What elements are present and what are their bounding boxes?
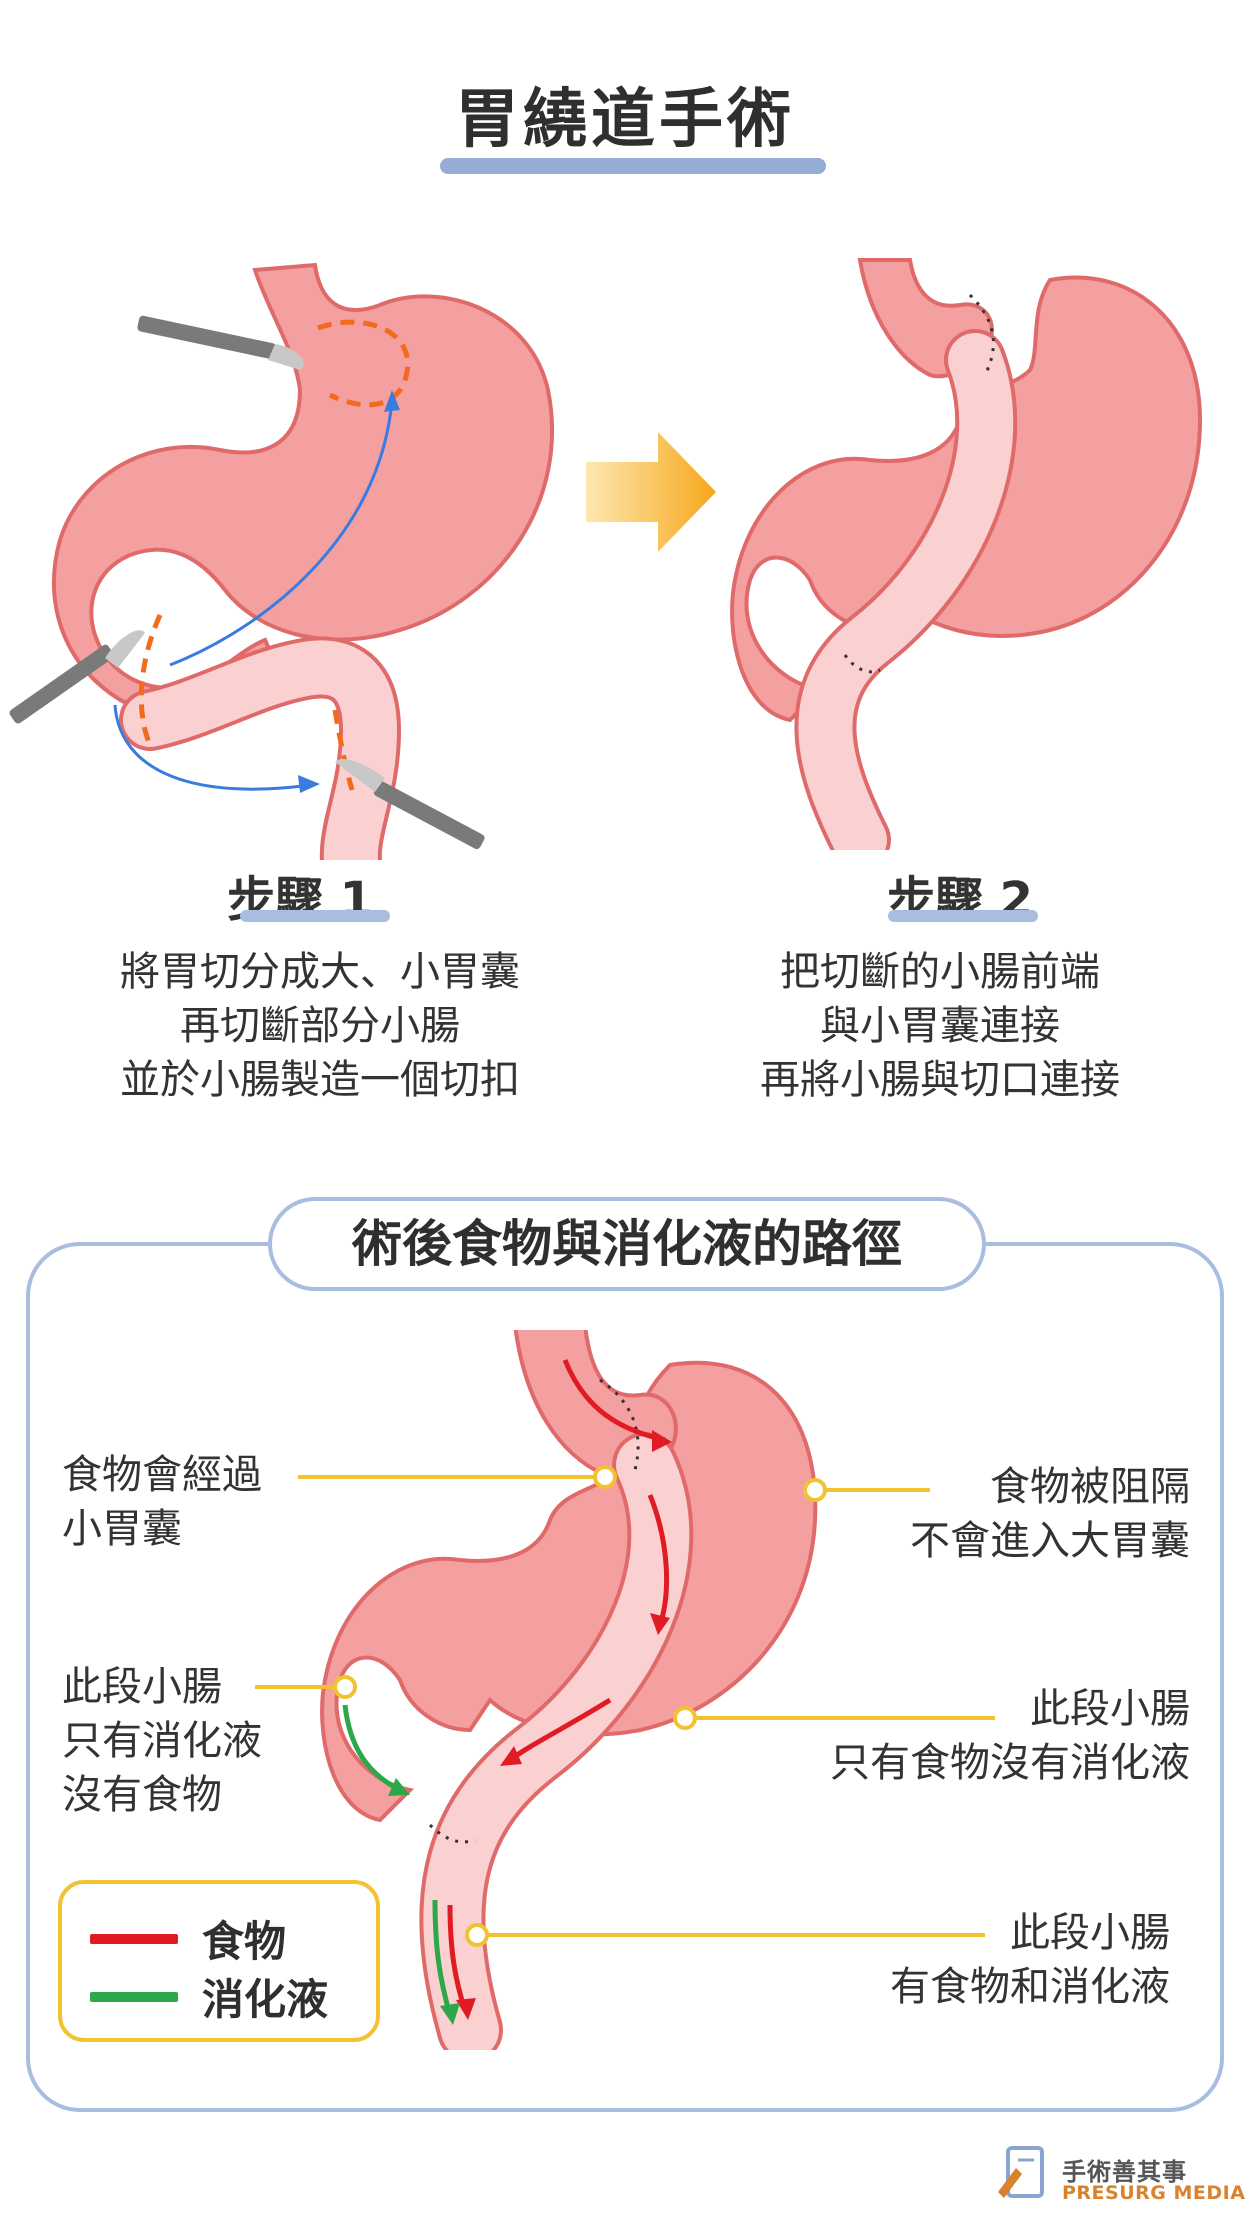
callout-dot-large-stomach [803,1478,827,1502]
fluid-arrow-2 [432,1899,453,2016]
page-title: 胃繞道手術 [455,83,795,157]
legend: 食物 消化液 [58,1880,380,2042]
callout-digestive-only-line-1: 此段小腸 [62,1664,222,1710]
title-underline [440,158,826,174]
callout-large-stomach: 食物被阻隔 不會進入大胃囊 [840,1460,1190,1568]
pathway-illustration [320,1330,818,2050]
callout-both-line-1: 此段小腸 [1010,1910,1170,1956]
brand-name-cn: 手術善其事 [1062,2158,1187,2186]
callout-digestive-only: 此段小腸 只有消化液 沒有食物 [62,1660,262,1822]
legend-fluid-label: 消化液 [202,1975,329,2024]
step1-line-3: 並於小腸製造一個切扣 [120,1057,520,1103]
legend-fluid-swatch [90,1992,178,2002]
food-arrow-2 [647,1494,670,1626]
step1-illustration [9,262,554,860]
scalpel-icon-1 [137,315,304,370]
cut-line-stomach [317,319,411,408]
staple-line [968,293,995,376]
callout-dot-food-only [673,1706,697,1730]
callout-both: 此段小腸 有食物和消化液 [820,1906,1170,2014]
step2-line-3: 再將小腸與切口連接 [760,1057,1120,1103]
callout-digestive-only-line-2: 只有消化液 [62,1718,262,1764]
callout-large-stomach-line-1: 食物被阻隔 [990,1464,1190,1510]
callout-small-pouch-line-2: 小胃囊 [62,1506,182,1552]
step2-illustration [730,258,1203,850]
callout-food-only-line-1: 此段小腸 [1030,1686,1190,1732]
callout-large-stomach-line-2: 不會進入大胃囊 [910,1518,1190,1564]
callout-small-pouch-line-1: 食物會經過 [62,1452,262,1498]
callout-food-only: 此段小腸 只有食物沒有消化液 [770,1682,1190,1790]
legend-food-swatch [90,1934,178,1944]
brand-logo-icon [998,2146,1044,2198]
large-stomach [320,1360,818,1823]
step1-line-2: 再切斷部分小腸 [180,1003,460,1049]
blue-arrow-lower [113,704,311,791]
staple-line [599,1378,640,1471]
step2-underline [888,910,1038,922]
callout-dot-digestive-only [333,1675,357,1699]
callout-dot-both [465,1923,489,1947]
callout-digestive-only-line-3: 沒有食物 [62,1772,222,1818]
callout-small-pouch: 食物會經過 小胃囊 [62,1448,262,1556]
brand-name-en: PRESURG MEDIA [1062,2182,1246,2204]
scalpel-icon-3 [335,758,485,850]
callout-both-line-2: 有食物和消化液 [890,1964,1170,2010]
callout-lines [255,1465,995,1947]
legend-food-label: 食物 [202,1917,287,1966]
blue-arrow-upper [169,399,394,667]
food-arrow-1 [562,1359,666,1443]
step2-description: 把切斷的小腸前端 與小胃囊連接 再將小腸與切口連接 [680,945,1200,1107]
callout-food-only-line-2: 只有食物沒有消化液 [830,1740,1190,1786]
cut-line-intestine-1 [138,613,163,746]
callout-dot-small-pouch [593,1465,617,1489]
fluid-arrow-1 [342,1704,402,1793]
step1-description: 將胃切分成大、小胃囊 再切斷部分小腸 並於小腸製造一個切扣 [40,945,600,1107]
scalpel-icon-2 [9,630,145,724]
transition-arrow-icon [586,432,716,552]
step1-underline [240,910,390,922]
step2-line-1: 把切斷的小腸前端 [780,949,1100,995]
step1-line-1: 將胃切分成大、小胃囊 [120,949,520,995]
cut-line-intestine-2 [332,709,355,791]
pathway-title: 術後食物與消化液的路徑 [268,1197,986,1291]
stomach-shape [51,262,554,723]
step2-line-2: 與小胃囊連接 [820,1003,1060,1049]
